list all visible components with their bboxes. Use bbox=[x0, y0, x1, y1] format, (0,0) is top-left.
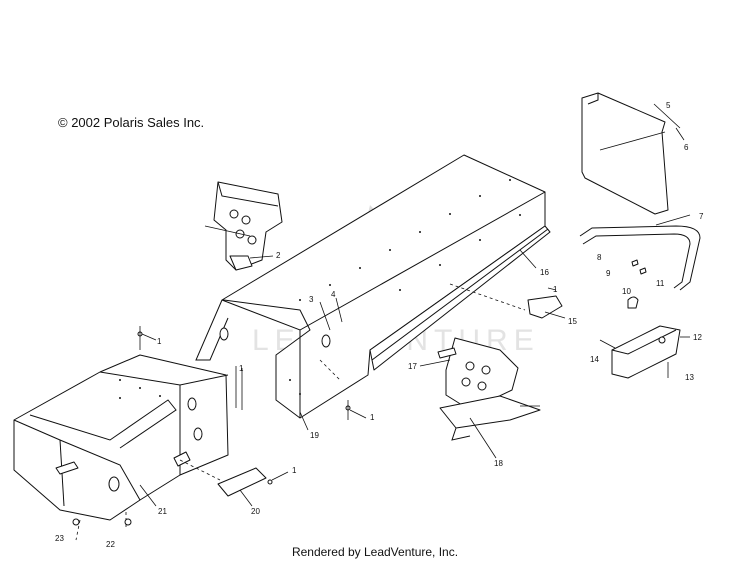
callout-2: 2 bbox=[276, 251, 281, 260]
callout-15: 15 bbox=[568, 317, 577, 326]
callout-16: 16 bbox=[540, 268, 549, 277]
callout-23: 23 bbox=[55, 534, 64, 543]
part-21-front-chassis bbox=[13, 354, 229, 541]
part-12-hitch-bracket bbox=[599, 325, 690, 379]
part-18-lower-bracket bbox=[439, 395, 541, 459]
part-20-plate bbox=[179, 459, 267, 507]
callout-17: 17 bbox=[408, 362, 417, 371]
callout-12: 12 bbox=[693, 333, 702, 342]
callout-1e: 1 bbox=[553, 285, 558, 294]
callout-7: 7 bbox=[699, 212, 704, 221]
callout-labels: 1 1 1 1 1 2 3 4 5 6 7 8 9 10 11 12 13 14… bbox=[55, 101, 704, 549]
callout-8: 8 bbox=[597, 253, 602, 262]
callout-14: 14 bbox=[590, 355, 599, 364]
part-19-tunnel bbox=[195, 154, 551, 431]
callout-1c: 1 bbox=[370, 413, 375, 422]
callout-5: 5 bbox=[666, 101, 671, 110]
part-15-bracket bbox=[527, 287, 566, 319]
callout-3: 3 bbox=[309, 295, 314, 304]
part-5-snow-flap bbox=[581, 92, 685, 215]
callout-1: 1 bbox=[157, 337, 162, 346]
callout-4: 4 bbox=[331, 290, 336, 299]
copyright-text: © 2002 Polaris Sales Inc. bbox=[58, 115, 205, 130]
part-17-suspension-bracket bbox=[419, 337, 519, 411]
callout-22: 22 bbox=[106, 540, 115, 549]
callout-9: 9 bbox=[606, 269, 611, 278]
part-2-mount-bracket bbox=[204, 181, 283, 271]
callout-18: 18 bbox=[494, 459, 503, 468]
callout-13: 13 bbox=[685, 373, 694, 382]
callout-6: 6 bbox=[684, 143, 689, 152]
callout-1d: 1 bbox=[292, 466, 297, 475]
callout-20: 20 bbox=[251, 507, 260, 516]
footer-credit: Rendered by LeadVenture, Inc. bbox=[291, 545, 459, 559]
callout-1b: 1 bbox=[239, 364, 244, 373]
fasteners bbox=[72, 326, 367, 526]
callout-21: 21 bbox=[158, 507, 167, 516]
callout-19: 19 bbox=[310, 431, 319, 440]
part-7-rear-bumper bbox=[579, 214, 701, 309]
callout-11: 11 bbox=[656, 279, 665, 288]
callout-10: 10 bbox=[622, 287, 631, 296]
